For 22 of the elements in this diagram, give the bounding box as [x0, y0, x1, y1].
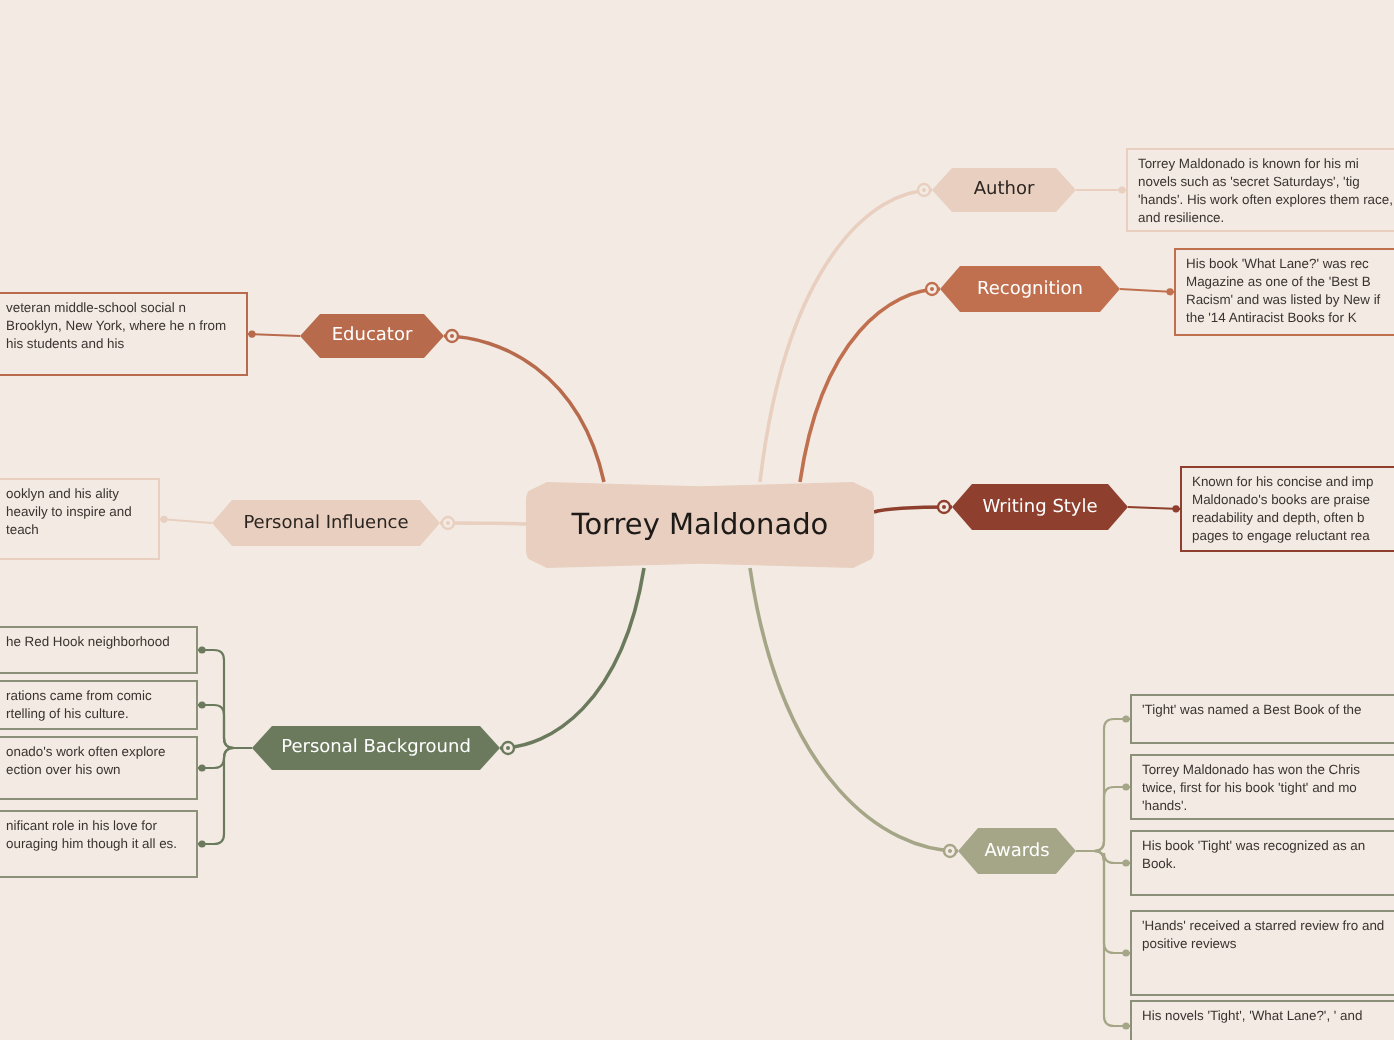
- connector-line: [1076, 849, 1130, 1030]
- topic-node: Awards: [958, 828, 1076, 874]
- topic-node: Personal Background: [252, 726, 500, 770]
- topic-node: Writing Style: [952, 484, 1128, 530]
- connector-line: [247, 330, 301, 338]
- connector-line: [1076, 186, 1126, 194]
- central-topic: Torrey Maldonado: [526, 482, 874, 568]
- topic-node: Author: [932, 168, 1076, 212]
- connector-line: [873, 499, 952, 515]
- connector-line: [748, 567, 959, 858]
- connector-line: [758, 183, 933, 483]
- connector-line: [443, 329, 606, 483]
- topic-node: Personal Influence: [212, 500, 440, 546]
- connector-line: [1127, 505, 1181, 513]
- topic-node: Educator: [300, 314, 444, 358]
- connector-line: [198, 746, 252, 848]
- connector-line: [159, 515, 213, 525]
- topic-node: Recognition: [940, 266, 1120, 312]
- connector-line: [798, 282, 941, 483]
- connector-line: [499, 567, 646, 755]
- connector-line: [440, 515, 527, 531]
- connector-line: [1119, 287, 1175, 296]
